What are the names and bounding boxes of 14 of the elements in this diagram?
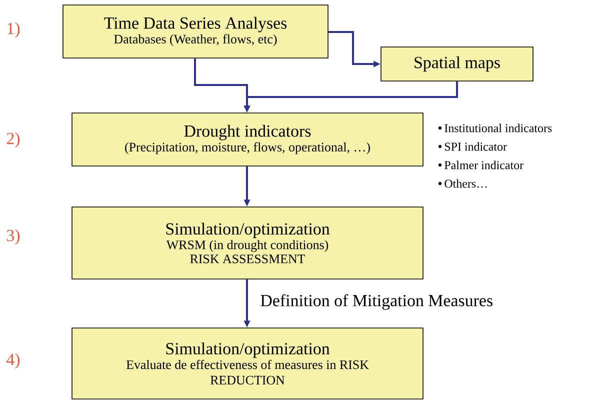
process-box: Drought indicators (Precipitation, moisture, flows, operational, …) [72, 112, 424, 166]
bullet-item: Institutional indicators [438, 124, 552, 132]
bullet-item: Palmer indicator [438, 160, 524, 170]
step-number: 4) [6, 353, 20, 369]
bullet-item: SPI indicator [438, 142, 507, 151]
process-box: Simulation/optimization WRSM (in drought conditions) RISK ASSESSMENT [72, 206, 424, 280]
process-box: Simulation/optimization Evaluate de effectiveness of measures in RISK REDUCTION [72, 328, 424, 400]
step-number: 1) [8, 22, 20, 38]
step-number: 2) [6, 132, 20, 148]
process-box: Time Data Series Analyses Databases (Weather, flows, etc) [62, 4, 328, 58]
edge-label: Definition of Mitigation Measures [259, 293, 494, 311]
step-number: 3) [7, 229, 20, 245]
process-box: Spatial maps [380, 46, 534, 82]
bullet-item: Others… [438, 179, 487, 188]
